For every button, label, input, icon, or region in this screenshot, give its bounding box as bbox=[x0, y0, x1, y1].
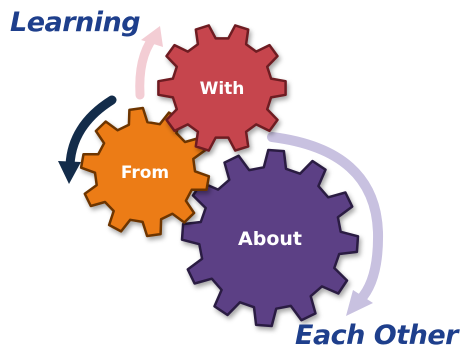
caption-each-other: Each Other bbox=[295, 320, 459, 351]
gear-with-label: With bbox=[200, 79, 245, 99]
gear-from-label: From bbox=[121, 163, 169, 183]
caption-learning: Learning bbox=[10, 7, 141, 38]
arrow-right-icon bbox=[267, 132, 384, 316]
arrow-left-icon bbox=[58, 95, 117, 184]
gear-about-label: About bbox=[238, 228, 302, 250]
gear-from: From bbox=[79, 106, 211, 238]
arrow-top-icon bbox=[135, 26, 163, 100]
gear-about: About bbox=[180, 148, 360, 328]
gear-with: With bbox=[157, 24, 287, 152]
